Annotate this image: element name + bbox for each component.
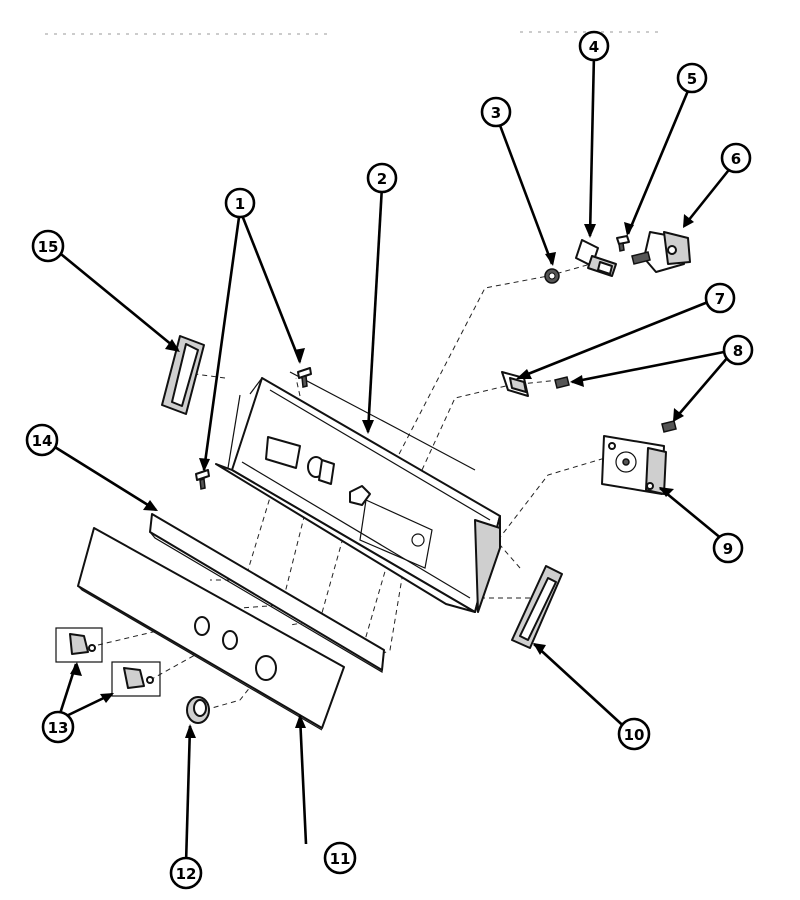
console-body (215, 371, 501, 613)
timer-motor (601, 435, 667, 495)
dial-knob (186, 696, 210, 724)
callout-label: 15 (38, 238, 59, 256)
callout-4: 4 (578, 30, 610, 62)
left-end-cap (161, 335, 205, 415)
nut (544, 268, 560, 284)
callout-8: 8 (722, 334, 754, 366)
callout-14: 14 (25, 423, 59, 457)
leader-lines (49, 53, 735, 865)
callout-15: 15 (31, 229, 65, 263)
callout-5: 5 (676, 62, 708, 94)
callout-label: 14 (32, 432, 53, 450)
switch-bracket (575, 239, 617, 277)
callout-11: 11 (323, 841, 357, 875)
callout-label: 4 (589, 38, 599, 56)
callout-1: 1 (224, 187, 256, 219)
knob-box-upper (55, 627, 103, 663)
callout-label: 7 (715, 290, 725, 308)
callout-label: 6 (731, 150, 741, 168)
callout-10: 10 (617, 717, 651, 751)
callout-13: 13 (41, 710, 75, 744)
callout-label: 2 (377, 170, 387, 188)
callout-label: 1 (235, 195, 245, 213)
screw-8-upper (554, 376, 570, 389)
screw-left (195, 469, 210, 490)
callout-label: 12 (176, 865, 197, 883)
console-window (265, 436, 301, 469)
right-end-cap (511, 565, 563, 649)
callout-label: 10 (624, 726, 645, 744)
callout-2: 2 (366, 162, 398, 194)
screw-8-lower (661, 420, 677, 433)
toggle-switch (631, 231, 691, 273)
callout-9: 9 (712, 532, 744, 564)
small-screw-5 (616, 235, 630, 252)
screw-top (297, 367, 312, 388)
callout-label: 11 (330, 850, 351, 868)
callout-label: 13 (48, 719, 69, 737)
arrowheads (70, 214, 694, 738)
callout-7: 7 (704, 282, 736, 314)
callout-12: 12 (169, 856, 203, 890)
callout-6: 6 (720, 142, 752, 174)
callout-label: 5 (687, 70, 697, 88)
control-panel (77, 527, 345, 731)
callout-3: 3 (480, 96, 512, 128)
trim-strip (149, 513, 385, 673)
callout-label: 8 (733, 342, 743, 360)
callout-label: 3 (491, 104, 501, 122)
knob-box-lower (111, 661, 161, 697)
callout-label: 9 (723, 540, 733, 558)
